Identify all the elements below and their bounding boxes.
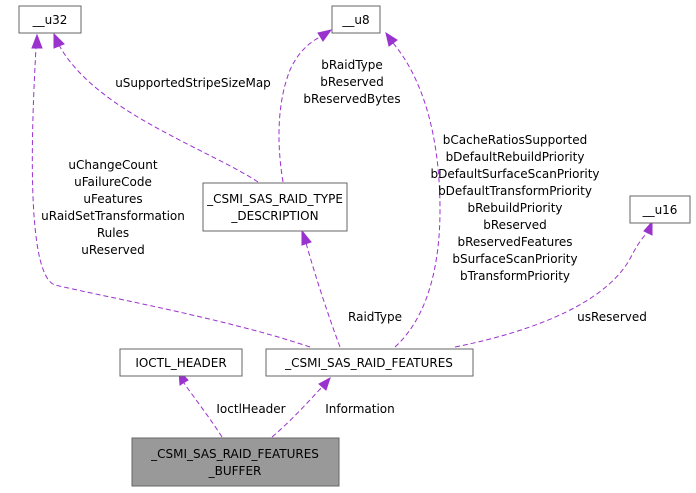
text-line: _DESCRIPTION [230,209,318,223]
text-line: IOCTL_HEADER [135,356,226,370]
svg-text:IOCTL_HEADER: IOCTL_HEADER [135,356,226,370]
svg-text:_CSMI_SAS_RAID_FEATURES_BUFFER: _CSMI_SAS_RAID_FEATURES _BUFFER [150,447,319,478]
node-raid-features[interactable]: _CSMI_SAS_RAID_FEATURES [265,348,474,377]
node-u32[interactable]: __u32 [18,5,82,34]
text-line: bDefaultTransformPriority [438,184,592,198]
edge-label-features-to-u8: bCacheRatiosSupported bDefaultRebuildPrio… [430,133,599,283]
node-raid-type-description[interactable]: _CSMI_SAS_RAID_TYPE _DESCRIPTION [202,182,348,232]
edge-label-features-to-u32: uChangeCount uFailureCode uFeatures uRaidSe… [41,158,185,257]
text-line: bReservedBytes [303,92,400,106]
text-line: RaidType [348,310,402,324]
text-line: bRaidType [321,58,383,72]
text-line: bTransformPriority [460,269,570,283]
edge-label-desc-to-u32: uSupportedStripeSizeMap [115,76,271,90]
svg-text:__u8: __u8 [341,13,369,27]
text-line: uFeatures [83,192,142,206]
node-ioctl-header[interactable]: IOCTL_HEADER [119,348,243,377]
text-line: uFailureCode [74,175,152,189]
svg-text:__u16: __u16 [642,203,678,217]
text-line: bDefaultRebuildPriority [446,150,585,164]
edge-label-buffer-to-features: Information [325,402,394,416]
text-line: IoctlHeader [216,402,285,416]
text-line: Rules [97,226,129,240]
text-line: bReserved [483,218,546,232]
text-line: _BUFFER [208,464,262,478]
text-line: _CSMI_SAS_RAID_FEATURES [284,356,453,370]
text-line: bRebuildPriority [467,201,562,215]
text-line: bReservedFeatures [457,235,572,249]
node-u8[interactable]: __u8 [331,5,381,34]
text-line: bCacheRatiosSupported [443,133,587,147]
text-line: bSurfaceScanPriority [452,252,577,266]
text-line: __u16 [642,203,678,217]
edge-desc-to-u32 [53,32,259,183]
text-line: bDefaultSurfaceScanPriority [430,167,599,181]
text-line: usReserved [577,310,647,324]
text-line: uReserved [81,243,144,257]
edge-label-desc-to-u8: bRaidType bReserved bReservedBytes [303,58,400,106]
text-line: uRaidSetTransformation [41,209,185,223]
edge-features-to-u16 [454,220,653,348]
text-line: uChangeCount [68,158,157,172]
node-raid-features-buffer: _CSMI_SAS_RAID_FEATURES _BUFFER [131,437,340,487]
edge-features-to-desc [301,229,341,348]
text-line: _CSMI_SAS_RAID_FEATURES [150,447,319,461]
svg-text:__u32: __u32 [32,13,68,27]
text-line: _CSMI_SAS_RAID_TYPE [206,192,343,206]
edge-label-features-to-desc: RaidType [348,310,402,324]
text-line: __u8 [341,13,369,27]
text-line: Information [325,402,394,416]
svg-text:_CSMI_SAS_RAID_TYPE_DESCRIPTIO: _CSMI_SAS_RAID_TYPE _DESCRIPTION [206,192,343,223]
edge-features-to-u8 [385,31,441,348]
text-line: bReserved [320,75,383,89]
text-line: __u32 [32,13,68,27]
edge-buffer-to-features [271,376,331,438]
svg-text:_CSMI_SAS_RAID_FEATURES: _CSMI_SAS_RAID_FEATURES [284,356,453,370]
text-line: uSupportedStripeSizeMap [115,76,271,90]
edge-label-features-to-u16: usReserved [577,310,647,324]
edge-desc-to-u8 [278,29,333,183]
edge-features-to-u32 [31,33,311,348]
node-u16[interactable]: __u16 [629,195,691,224]
edge-label-buffer-to-header: IoctlHeader [216,402,285,416]
